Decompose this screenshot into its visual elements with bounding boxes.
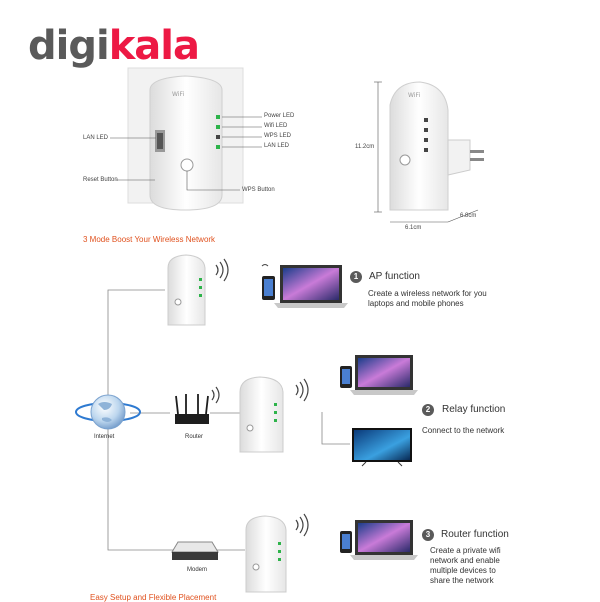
dimension-lines <box>374 81 479 223</box>
device-relay-mode <box>239 376 284 453</box>
tv <box>352 428 412 467</box>
router-icon <box>175 394 209 424</box>
brand-logo: digikala <box>28 23 200 69</box>
label-internet: Internet <box>94 434 115 440</box>
svg-text:WiFi: WiFi <box>172 91 184 98</box>
label-lan-led-right: LAN LED <box>264 143 290 149</box>
function-2-title: Relay function <box>442 404 506 415</box>
label-router: Router <box>185 434 204 440</box>
laptop-ap <box>261 264 348 308</box>
dim-depth: 6.8cm <box>460 213 477 219</box>
label-wifi-led: Wifi LED <box>264 123 288 129</box>
product-front-with-plate: WiFi <box>127 67 244 211</box>
product-side-view: WiFi <box>389 81 484 211</box>
device-router-mode <box>245 515 287 593</box>
callout-lines <box>110 116 262 191</box>
function-2-desc: Connect to the network <box>422 426 505 435</box>
function-1-desc: Create a wireless network for you laptop… <box>368 289 487 308</box>
globe-icon <box>75 394 141 430</box>
modem-icon <box>171 541 219 560</box>
label-wps-led: WPS LED <box>264 133 292 139</box>
function-3-desc: Create a private wifi network and enable… <box>430 546 501 585</box>
bottom-caption: Easy Setup and Flexible Placement <box>90 593 217 602</box>
logo-part-gray: digi <box>28 23 110 69</box>
function-2-number: 2 <box>422 404 434 416</box>
function-3-title: Router function <box>441 529 509 540</box>
label-reset-button: Reset Button <box>83 177 118 183</box>
section-title: 3 Mode Boost Your Wireless Network <box>83 235 216 244</box>
label-modem: Modem <box>187 567 208 573</box>
label-wps-button: WPS Button <box>242 187 275 193</box>
svg-text:WiFi: WiFi <box>408 92 420 99</box>
laptop-router <box>340 520 418 560</box>
function-3-number: 3 <box>422 529 434 541</box>
label-lan-led-left: LAN LED <box>83 135 109 141</box>
network-lines <box>107 289 350 551</box>
laptop-relay <box>340 355 418 395</box>
label-power-led: Power LED <box>264 113 295 119</box>
function-1-number: 1 <box>350 271 362 283</box>
device-ap-mode <box>167 254 206 326</box>
dim-width: 6.1cm <box>405 225 422 231</box>
wifi-signal-icons <box>211 258 309 537</box>
dim-height: 11.2cm <box>355 144 375 150</box>
logo-part-red: kala <box>108 23 200 69</box>
function-1-title: AP function <box>369 271 420 282</box>
